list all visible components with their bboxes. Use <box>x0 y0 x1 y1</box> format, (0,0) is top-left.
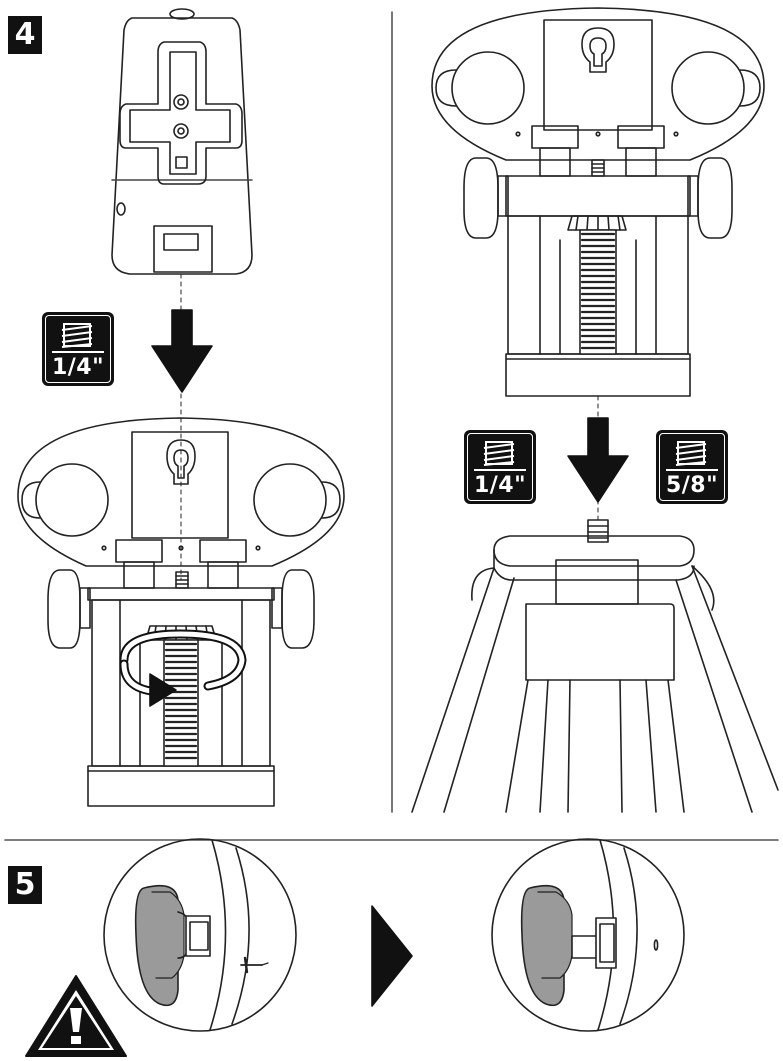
play-arrow-icon <box>371 905 413 1007</box>
step-5-badge: 5 <box>8 866 42 904</box>
down-arrow-icon <box>151 309 213 393</box>
thread-badge-left: 1/4" <box>42 312 114 386</box>
detail-after <box>491 838 685 1032</box>
thread-size-label: 1/4" <box>473 473 527 498</box>
tripod <box>411 519 779 813</box>
thread-badge-tripod-quarter: 1/4" <box>464 430 536 504</box>
step-4-badge: 4 <box>8 16 42 54</box>
mount-bracket-left <box>17 417 345 807</box>
thread-screw-icon <box>52 323 104 353</box>
thread-screw-icon <box>474 441 526 471</box>
thread-size-label: 5/8" <box>665 473 719 498</box>
detail-before <box>103 838 297 1032</box>
thread-badge-tripod-five-eighths: 5/8" <box>656 430 728 504</box>
rotate-arrow-icon <box>119 629 247 707</box>
laser-device <box>111 8 253 275</box>
down-arrow-icon-right <box>567 417 629 503</box>
mount-bracket-right <box>431 7 765 397</box>
warning-triangle-icon <box>25 975 127 1057</box>
thread-size-label: 1/4" <box>51 355 105 380</box>
thread-screw-icon <box>666 441 718 471</box>
